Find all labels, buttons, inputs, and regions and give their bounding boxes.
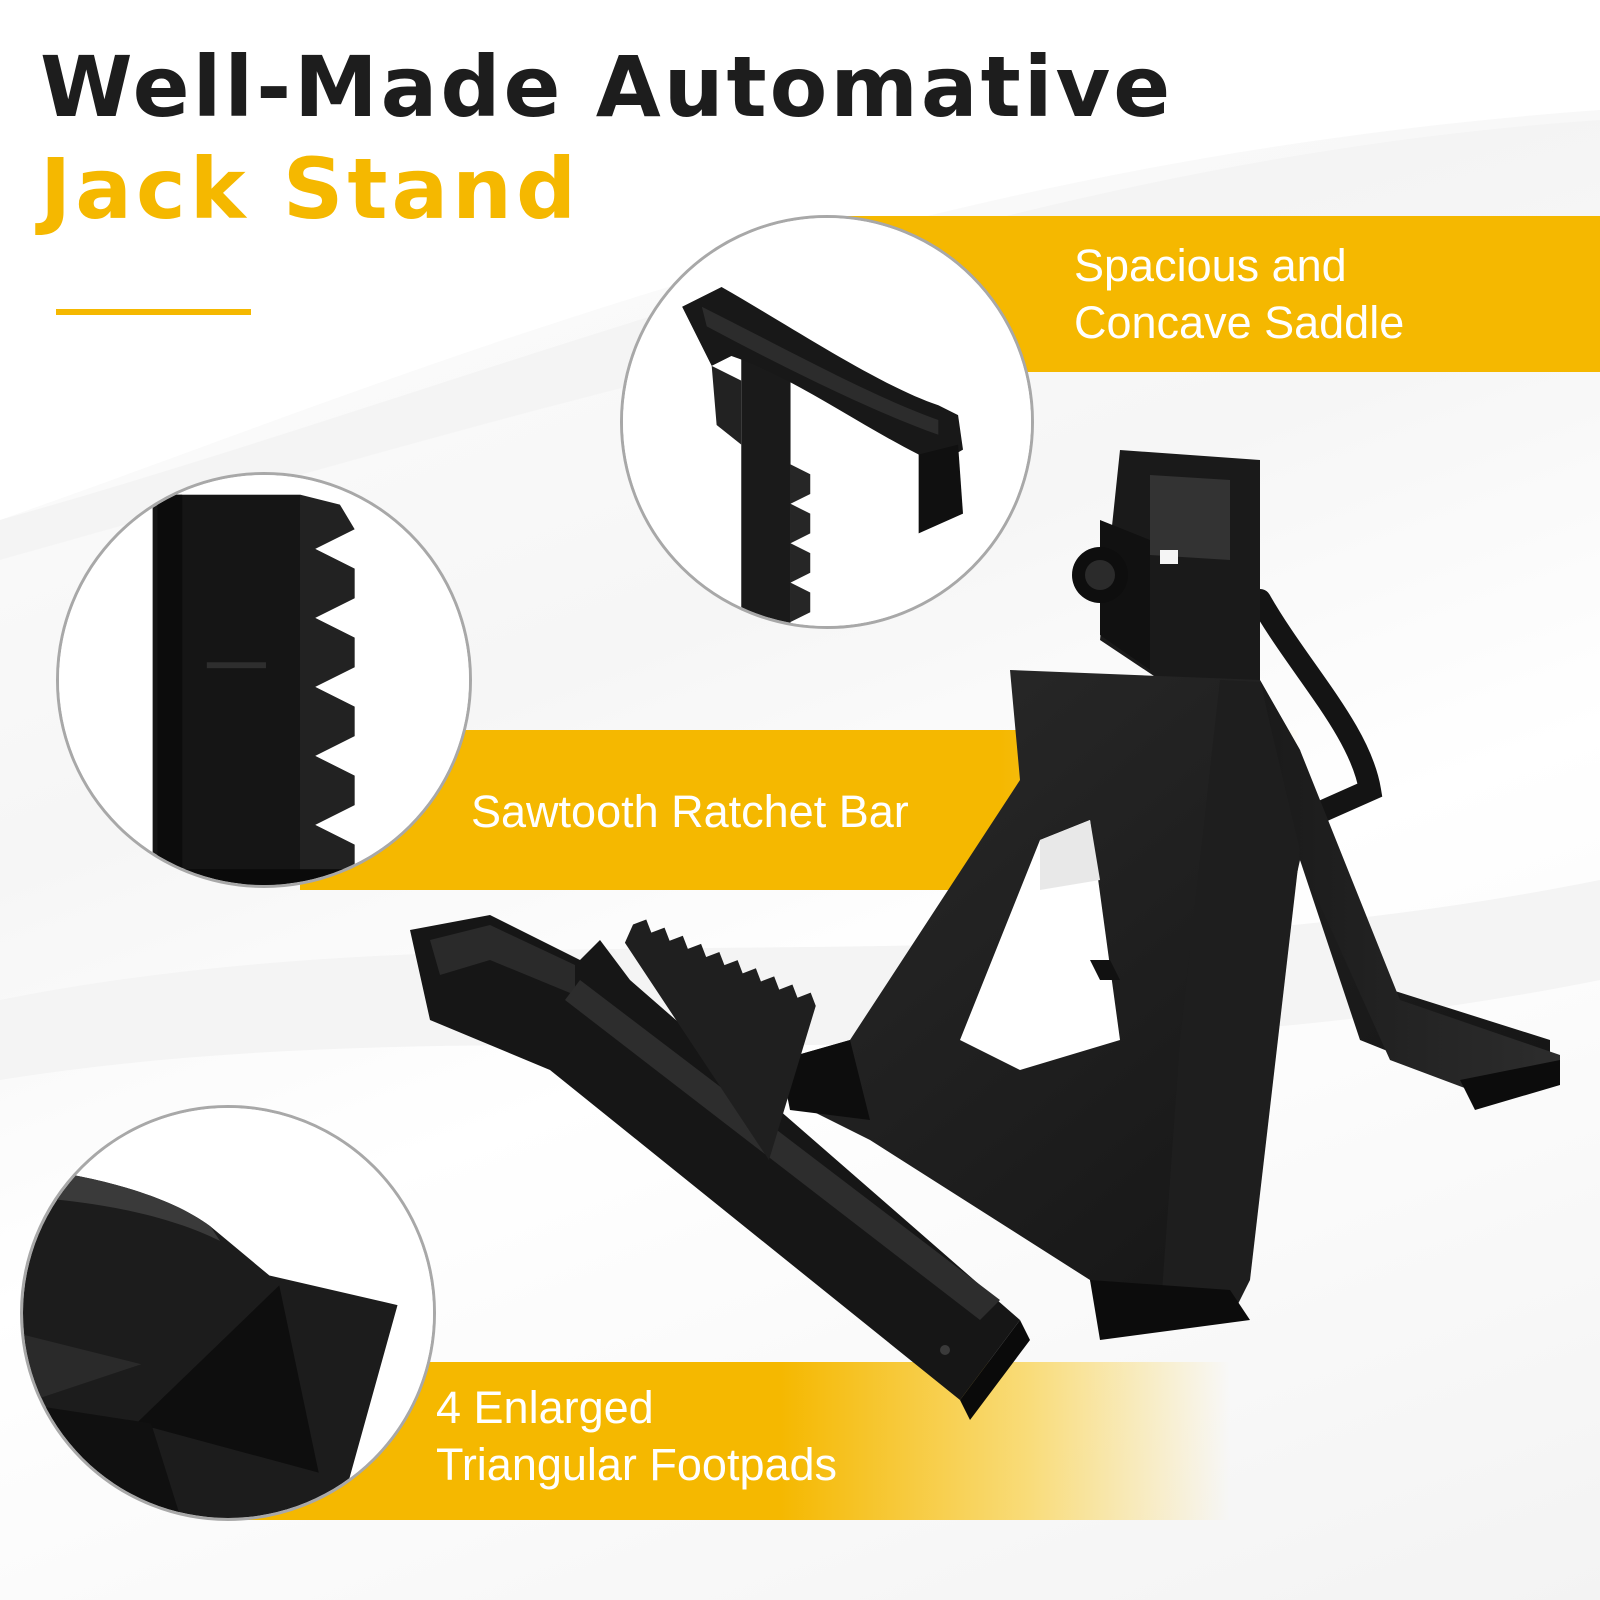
footpad-closeup-circle: [20, 1105, 436, 1521]
headline-line-2: Jack Stand: [40, 140, 581, 238]
accent-underline: [56, 309, 251, 315]
ratchet-callout-text: Sawtooth Ratchet Bar: [471, 783, 909, 840]
jack-stand-product: [400, 420, 1600, 1420]
footpads-callout-line-1: 4 Enlarged: [436, 1382, 654, 1433]
saddle-closeup-icon: [623, 218, 1031, 626]
saddle-closeup-circle: [620, 215, 1034, 629]
footpad-closeup-icon: [23, 1108, 433, 1518]
headline-line-1: Well-Made Automative: [40, 38, 1174, 136]
ratchet-callout-line-1: Sawtooth Ratchet Bar: [471, 786, 909, 837]
saddle-callout-line-2: Concave Saddle: [1074, 297, 1405, 348]
saddle-callout-text: Spacious and Concave Saddle: [1074, 237, 1404, 351]
saddle-callout-line-1: Spacious and: [1074, 240, 1347, 291]
footpads-callout-text: 4 Enlarged Triangular Footpads: [436, 1379, 837, 1493]
jack-stand-icon: [410, 450, 1560, 1420]
ratchet-closeup-icon: [59, 475, 469, 885]
ratchet-closeup-circle: [56, 472, 472, 888]
footpads-callout-line-2: Triangular Footpads: [436, 1439, 838, 1490]
